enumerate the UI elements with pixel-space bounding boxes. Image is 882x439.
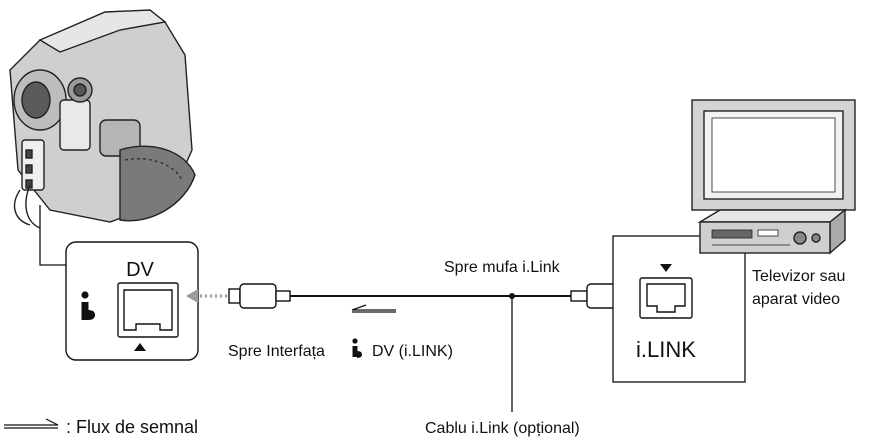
cable-plug-left: [228, 283, 291, 309]
ilink-symbol-icon: [352, 338, 362, 358]
port-orientation-triangle-icon: [660, 264, 672, 272]
ilink-socket-icon: [639, 277, 693, 319]
port-orientation-triangle-icon: [134, 343, 146, 351]
cable-label: Cablu i.Link (opțional): [425, 420, 580, 437]
legend-text: : Flux de semnal: [66, 417, 198, 437]
camcorder-icon: [9, 9, 196, 229]
signal-flow-arrow-icon: [351, 304, 396, 313]
dv-port-title: DV: [126, 259, 154, 281]
device-label-line2: aparat video: [752, 291, 840, 308]
television-icon: [691, 99, 856, 220]
to-dv-interface-label: Spre Interfața: [228, 343, 325, 360]
dv-insert-arrow-icon: [186, 289, 228, 303]
cable-callout-dot: [509, 293, 515, 299]
dv-socket-icon: [117, 282, 179, 338]
device-label-line1: Televizor sau: [752, 268, 845, 285]
ilink-symbol-icon: [81, 291, 95, 320]
tv-port-box: [612, 235, 746, 383]
to-ilink-jack-label: Spre mufa i.Link: [444, 259, 561, 276]
to-dv-interface-suffix: DV (i.LINK): [372, 343, 453, 360]
ilink-port-label: i.LINK: [636, 337, 696, 362]
camcorder-leader-line: [39, 205, 66, 266]
legend-signal-flow-icon: [4, 418, 59, 429]
vcr-icon: [697, 208, 847, 255]
